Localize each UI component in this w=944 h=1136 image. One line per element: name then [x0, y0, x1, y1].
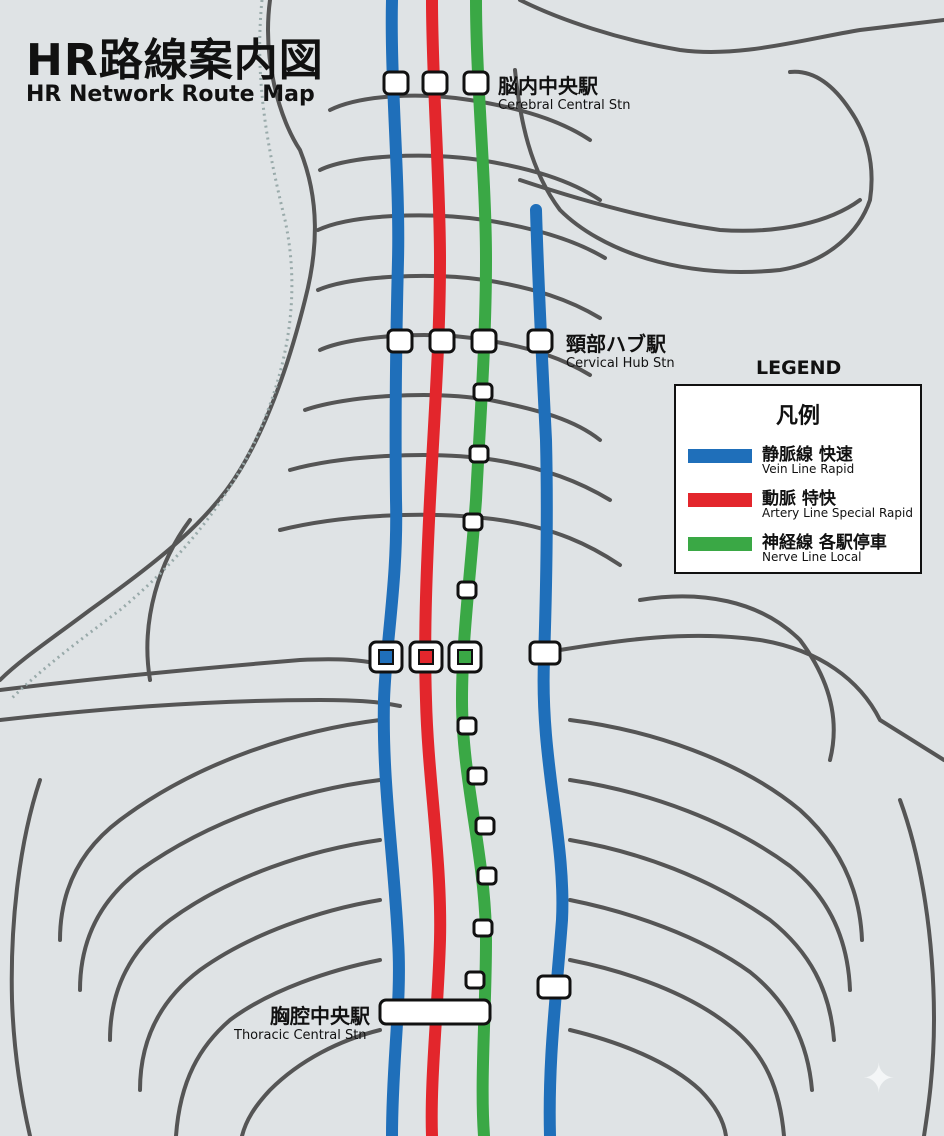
skull-outline — [518, 0, 944, 54]
chest-outline-right — [898, 798, 936, 1136]
station-label-cervical-jp[interactable]: 頸部ハブ駅 — [566, 332, 666, 356]
legend-panel: 凡例 静脈線 快速 Vein Line Rapid 動脈 特快 Artery L… — [674, 384, 922, 574]
stop-thoracic-branch — [536, 974, 572, 1000]
clavicle-left-lower — [0, 698, 402, 722]
artery-line-route[interactable] — [419, 0, 447, 1136]
legend-item-artery-jp: 動脈 特快 — [762, 489, 836, 509]
vein-line-route[interactable] — [377, 0, 405, 1136]
station-label-thoracic-jp[interactable]: 胸腔中央駅 — [270, 1004, 370, 1028]
stop-cervical-branch — [526, 328, 554, 354]
stop-clavicle-branch — [528, 640, 562, 666]
legend-item-artery-en: Artery Line Special Rapid — [762, 506, 913, 520]
scapula-left — [145, 518, 192, 682]
map-title-jp: HR路線案内図 — [26, 35, 324, 86]
shoulder-right — [638, 594, 836, 762]
stop-nerve-local-8 — [476, 866, 498, 886]
station-label-cerebral-jp[interactable]: 脳内中央駅 — [498, 74, 598, 98]
skull-back-outline — [0, 0, 317, 682]
stop-cervical-artery — [428, 328, 456, 354]
ribs-right — [568, 718, 864, 1136]
stop-nerve-local-2 — [468, 444, 490, 464]
station-label-cervical-en[interactable]: Cervical Hub Stn — [566, 356, 675, 371]
legend-item-nerve-en: Nerve Line Local — [762, 550, 862, 564]
legend-item-nerve-jp: 神経線 各駅停車 — [762, 533, 887, 553]
legend-swatch-vein — [688, 449, 752, 463]
stop-nerve-local-5 — [456, 716, 478, 736]
nerve-line-route[interactable] — [455, 0, 493, 1136]
legend-item-vein-en: Vein Line Rapid — [762, 462, 855, 476]
legend-swatch-artery — [688, 493, 752, 507]
clavicle-left — [0, 657, 382, 692]
neck-contour-dotted — [8, 0, 294, 702]
interchange-markers[interactable] — [368, 640, 483, 674]
stop-cerebral-artery — [421, 70, 449, 96]
station-markers[interactable] — [378, 70, 572, 1026]
legend-item-nerve: 神経線 各駅停車 Nerve Line Local — [688, 528, 918, 568]
legend-swatch-nerve — [688, 537, 752, 551]
stop-thoracic-main — [378, 998, 492, 1026]
stop-nerve-local-7 — [474, 816, 496, 836]
legend-item-vein-jp: 静脈線 快速 — [762, 445, 853, 465]
station-label-cerebral-en[interactable]: Cerebral Central Stn — [498, 98, 631, 113]
map-title-en: HR Network Route Map — [26, 82, 315, 107]
stop-cervical-nerve — [470, 328, 498, 354]
legend-item-artery: 動脈 特快 Artery Line Special Rapid — [688, 484, 918, 524]
stop-cervical-vein — [386, 328, 414, 354]
stop-nerve-local-1 — [472, 382, 494, 402]
stop-nerve-local-3 — [462, 512, 484, 532]
jaw-inner — [518, 178, 862, 233]
ribs-left — [58, 718, 382, 1136]
clavicle-right — [558, 633, 944, 762]
stop-nerve-local-4 — [456, 580, 478, 600]
legend-item-vein: 静脈線 快速 Vein Line Rapid — [688, 440, 918, 480]
stop-nerve-local-9 — [472, 918, 494, 938]
legend-heading: LEGEND — [756, 357, 842, 379]
stop-nerve-local-6 — [466, 766, 488, 786]
stop-nerve-local-10 — [464, 970, 486, 990]
stop-cerebral-nerve — [462, 70, 490, 96]
chest-outline-left — [9, 778, 42, 1136]
station-label-thoracic-en[interactable]: Thoracic Central Stn — [234, 1028, 367, 1043]
sparkle-icon: ✦ — [862, 1056, 896, 1102]
stop-cerebral-vein — [382, 70, 410, 96]
legend-title: 凡例 — [775, 404, 820, 429]
